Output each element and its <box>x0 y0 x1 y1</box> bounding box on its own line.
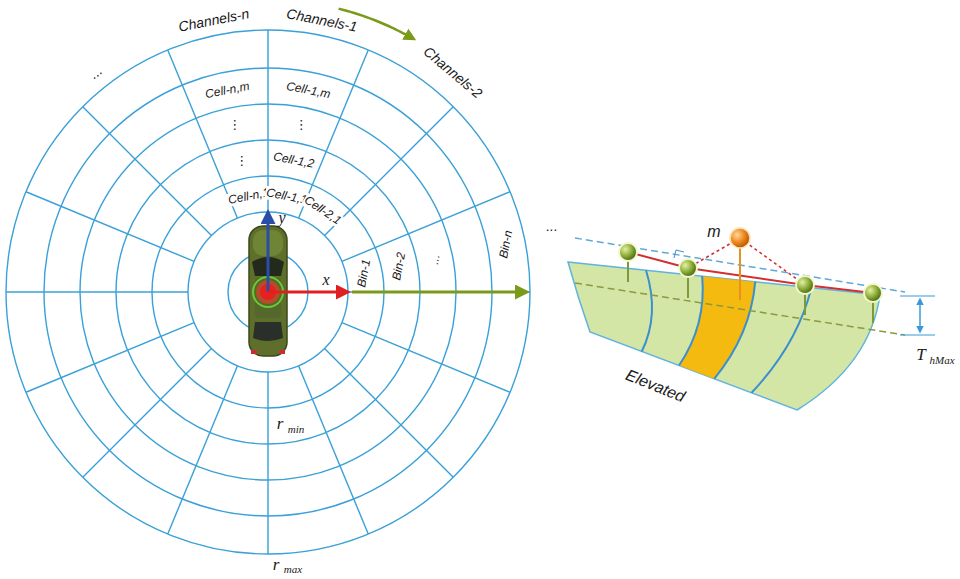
car-tail-light <box>279 350 285 354</box>
car-rear-window <box>253 322 283 341</box>
ellipsis: ⋮ <box>234 154 249 168</box>
channel-spoke <box>267 372 268 554</box>
ellipsis: ⋮ <box>227 118 242 132</box>
region-label: Elevated <box>622 366 688 406</box>
bin-label: Bin-n <box>497 229 515 261</box>
radius-subscript: min <box>287 424 306 436</box>
ellipsis: ... <box>86 62 106 82</box>
threshold-subscript: hMax <box>928 355 955 367</box>
channel-spoke <box>299 366 369 534</box>
channel-label: Channels-2 <box>420 43 486 102</box>
channel-label: Channels-n <box>176 6 251 34</box>
bin-label: Bin-1 <box>355 257 373 289</box>
channel-spoke <box>342 192 510 262</box>
cell-label: Cell-1,2 <box>272 150 317 171</box>
ground-point <box>796 276 814 294</box>
threshold-symbol: T <box>915 346 926 364</box>
cell-label: Cell-2,1 <box>301 193 344 228</box>
ground-point <box>679 259 697 277</box>
radius-subscript: max <box>283 564 303 576</box>
channel-spoke <box>348 291 530 292</box>
obstacle-point <box>730 228 750 248</box>
perpendicular-mark <box>674 250 684 258</box>
channel-spoke <box>83 349 212 478</box>
elevated-sector <box>568 228 935 410</box>
ground-fit-line <box>628 252 873 293</box>
sector-ground <box>568 262 880 410</box>
channel-spoke <box>6 291 188 292</box>
channel-spoke <box>26 192 194 262</box>
bin-boundary <box>642 270 652 351</box>
radius-symbol: r <box>276 415 285 433</box>
distance-line <box>740 238 805 285</box>
cell-label: Cell-1,m <box>284 79 332 100</box>
channel-spoke <box>267 30 268 212</box>
cell-label: Cell-n,m <box>204 79 252 100</box>
channel-spoke <box>342 323 510 393</box>
radius-symbol: r <box>272 556 281 574</box>
bin-direction-arrow <box>352 291 527 294</box>
ground-point <box>864 284 882 302</box>
threshold-arrow <box>919 299 921 332</box>
ground-point <box>619 243 637 261</box>
car-tail-light <box>251 350 257 354</box>
bin-label: Bin-2 <box>390 250 408 282</box>
distance-symbol: m <box>706 224 721 241</box>
range-ring <box>6 30 530 554</box>
channel-spoke <box>168 366 238 534</box>
x-axis-arrow <box>268 291 348 294</box>
ellipsis: ... <box>545 219 559 234</box>
channel-label: Channels-1 <box>285 6 360 34</box>
selected-bin <box>679 276 755 379</box>
bin-boundary <box>679 276 703 365</box>
threshold-tick <box>900 295 935 296</box>
channel-spoke <box>83 107 212 236</box>
threshold-tick <box>900 334 935 335</box>
channel-spoke <box>26 323 194 393</box>
polar-grid <box>6 30 530 554</box>
bin-boundary <box>751 288 811 393</box>
range-ring <box>188 212 348 372</box>
ellipsis: ... <box>427 252 442 266</box>
axis-label: y <box>277 210 286 227</box>
channel-spoke <box>168 50 238 218</box>
channel-spoke <box>325 349 454 478</box>
bin-boundary <box>714 282 755 379</box>
ellipsis: ⋮ <box>294 118 309 132</box>
y-axis-arrow <box>267 212 270 292</box>
axis-label: x <box>321 272 330 289</box>
